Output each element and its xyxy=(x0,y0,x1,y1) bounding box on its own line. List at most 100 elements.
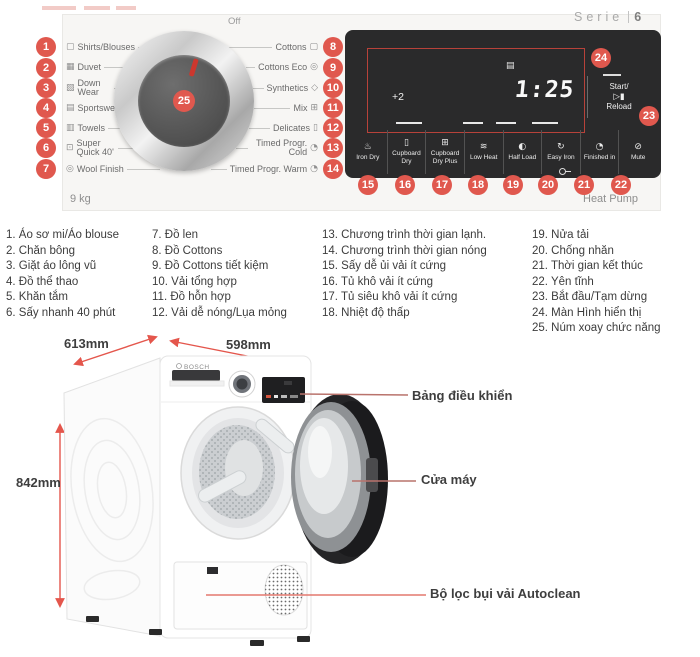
program-row-towels: ▥ Towels xyxy=(66,119,122,137)
start-dash xyxy=(603,74,621,76)
half-load-icon: ◐ xyxy=(518,141,527,152)
iron-dry-button[interactable]: ♨ Iron Dry xyxy=(356,141,380,161)
clock-icon: ◔ xyxy=(310,163,318,174)
side-embossing xyxy=(70,417,154,601)
display-dash xyxy=(396,122,422,124)
legend-item: 18. Nhiệt độ thấp xyxy=(322,306,410,319)
program-row-timedwarm: Timed Progr. Warm ◔ xyxy=(211,160,318,178)
feet xyxy=(86,616,310,646)
legend-item: 25. Núm xoay chức năng xyxy=(532,322,661,334)
callout-9: 9 xyxy=(323,58,343,78)
bosch-logo: BOSCH xyxy=(184,364,210,371)
serie-divider xyxy=(628,11,630,23)
filter-flap xyxy=(173,561,308,630)
low-heat-button[interactable]: ≋ Low Heat xyxy=(463,130,503,174)
callout-12: 12 xyxy=(323,118,343,138)
callout-25: 25 xyxy=(173,90,195,112)
connector-line xyxy=(117,147,134,149)
clock-icon: ◔ xyxy=(310,142,318,153)
display-module: +2 ▤ 1:25 Start/ ▷▮ Reload ♨ Iron Dry ▯ … xyxy=(345,30,661,178)
cropped-watermark xyxy=(116,6,136,10)
connector-line xyxy=(253,87,264,89)
legend-item: 13. Chương trình thời gian lạnh. xyxy=(322,229,487,241)
synthetics-icon: ◇ xyxy=(311,82,318,93)
start-separator xyxy=(587,76,588,118)
legend-column-4: 19. Nửa tải 20. Chống nhăn 21. Thời gian… xyxy=(532,228,661,337)
legend-item: 16. Tủ khô vải ít cứng xyxy=(322,275,434,288)
program-dial[interactable]: 25 xyxy=(114,31,254,171)
cupboard-dry-button[interactable]: ▯ Cupboard Dry xyxy=(386,130,426,174)
program-row-sportswear: ▤ Sportswear xyxy=(66,99,131,117)
display-dash xyxy=(463,122,483,124)
half-load-button[interactable]: ◐ Half Load xyxy=(502,130,542,174)
callout-17: 17 xyxy=(432,175,452,195)
legend-item: 24. Màn Hình hiển thị xyxy=(532,306,642,319)
legend-item: 11. Đồ hỗn hợp xyxy=(152,291,231,303)
legend-item: 14. Chương trình thời gian nóng xyxy=(322,244,487,257)
legend-item: 4. Đồ thể thao xyxy=(6,275,79,288)
legend-item: 20. Chống nhăn xyxy=(532,244,614,257)
legend-column-1: 1. Áo sơ mi/Áo blouse 2. Chăn bông 3. Gi… xyxy=(6,228,119,321)
flap-latch xyxy=(207,567,218,574)
depth-dimension: 613mm xyxy=(64,336,109,351)
label-door: Cửa máy xyxy=(421,472,477,487)
callout-18: 18 xyxy=(468,175,488,195)
program-row-superquick: ⊡ Super Quick 40' xyxy=(66,136,134,160)
display-dash xyxy=(496,122,516,124)
easy-iron-button[interactable]: ↻ Easy Iron xyxy=(541,130,580,174)
dryer-body: BOSCH xyxy=(63,355,388,646)
callout-8: 8 xyxy=(323,37,343,57)
legend-item: 10. Vải tổng hợp xyxy=(152,275,237,288)
label-control-panel: Bảng điều khiển xyxy=(412,388,513,403)
mute-button[interactable]: ⊘ Mute xyxy=(618,130,657,174)
callout-24: 24 xyxy=(591,48,611,68)
program-row-delicates: Delicates ▯ xyxy=(249,119,318,137)
cropped-watermark xyxy=(84,6,110,10)
callout-21: 21 xyxy=(574,175,594,195)
legend-item: 17. Tủ siêu khô vải ít cứng xyxy=(322,291,458,303)
finished-in-button[interactable]: ◔ Finished in xyxy=(579,130,619,174)
cupboard-dry-icon: ▯ xyxy=(403,138,409,148)
start-reload-button[interactable]: Start/ ▷▮ Reload xyxy=(591,82,647,112)
cupboard-dry-plus-button[interactable]: ⊞ Cupboard Dry Plus xyxy=(425,130,464,174)
connector-line xyxy=(254,107,291,109)
delicates-icon: ▯ xyxy=(313,122,318,133)
door xyxy=(291,394,388,564)
duvet-icon: ▦ xyxy=(66,61,75,72)
legend-item: 23. Bắt đầu/Tạm dừng xyxy=(532,291,648,303)
program-row-timedcold: Timed Progr. Cold ◔ xyxy=(236,136,318,160)
callout-3: 3 xyxy=(36,78,56,98)
legend-column-3: 13. Chương trình thời gian lạnh. 14. Chư… xyxy=(322,228,487,321)
legend-item: 9. Đồ Cottons tiết kiệm xyxy=(152,260,269,272)
low-heat-icon: ≋ xyxy=(479,141,488,152)
callout-5: 5 xyxy=(36,118,56,138)
capacity-label: 9 kg xyxy=(70,193,91,205)
towel-icon: ▥ xyxy=(66,122,75,133)
callout-20: 20 xyxy=(538,175,558,195)
cottons-icon: ▢ xyxy=(309,41,318,52)
connector-line xyxy=(249,127,271,129)
machine-display xyxy=(262,377,305,403)
legend-item: 15. Sấy dễ ủi vải ít cứng xyxy=(322,260,447,272)
iron-dry-icon: ♨ xyxy=(363,141,372,152)
callout-lines xyxy=(206,393,426,596)
dimension-arrows xyxy=(55,334,310,608)
cottons-eco-icon: ◎ xyxy=(310,61,318,72)
legend-item: 8. Đồ Cottons xyxy=(152,244,223,257)
legend-item: 19. Nửa tải xyxy=(532,229,589,241)
connector-line xyxy=(108,127,122,129)
callout-1: 1 xyxy=(36,37,56,57)
display-time: 1:25 xyxy=(513,77,576,103)
display-screen: +2 ▤ 1:25 xyxy=(367,48,585,133)
connector-line xyxy=(228,46,273,48)
legend-item: 22. Yên tĩnh xyxy=(532,275,594,288)
legend-item: 7. Đồ len xyxy=(152,229,199,241)
callout-4: 4 xyxy=(36,98,56,118)
drum xyxy=(180,406,296,540)
cropped-watermark xyxy=(42,6,76,10)
callout-7: 7 xyxy=(36,159,56,179)
callout-6: 6 xyxy=(36,138,56,158)
program-row-synthetics: Synthetics ◇ xyxy=(253,79,318,97)
shirt-icon: ▢ xyxy=(66,41,75,52)
height-dimension: 842mm xyxy=(16,475,61,490)
